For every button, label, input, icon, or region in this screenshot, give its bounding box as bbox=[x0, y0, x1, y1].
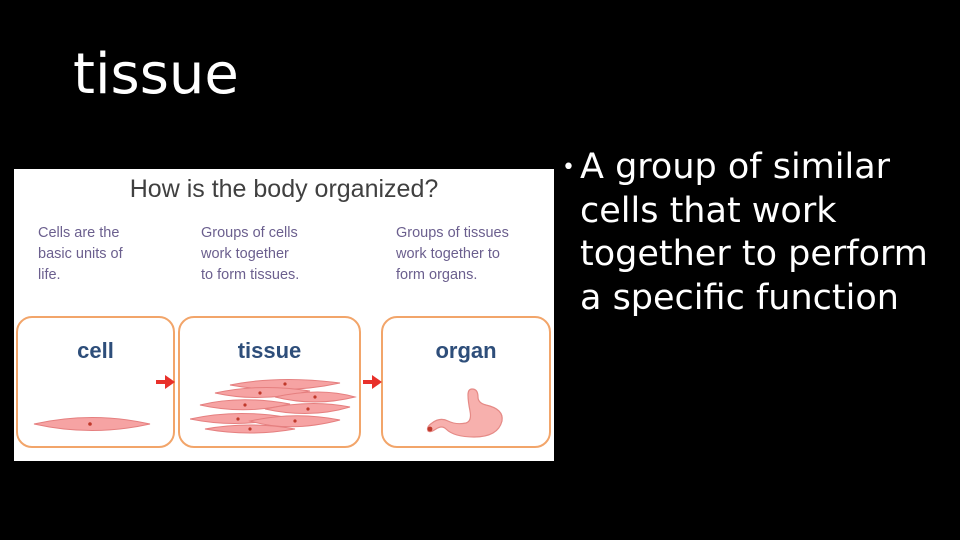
caption-line: Groups of tissues bbox=[396, 225, 509, 241]
bullet-list: • A group of similar cells that work tog… bbox=[560, 146, 950, 320]
panel-label-cell: cell bbox=[77, 338, 114, 363]
bullet-text: A group of similar cells that work toget… bbox=[580, 147, 928, 318]
caption-line: work together to bbox=[396, 246, 500, 262]
caption-line: Cells are the bbox=[38, 225, 120, 241]
bullet-dot-icon: • bbox=[562, 155, 575, 180]
caption-line: work together bbox=[201, 246, 289, 262]
caption-line: form organs. bbox=[396, 267, 478, 283]
panel-label-organ: organ bbox=[435, 338, 497, 363]
single-cell-icon bbox=[33, 417, 151, 431]
caption-cell: Cells are the basic units of life. bbox=[38, 223, 123, 286]
bullet-item: • A group of similar cells that work tog… bbox=[560, 146, 950, 320]
caption-line: life. bbox=[38, 267, 61, 283]
caption-line: to form tissues. bbox=[201, 267, 300, 283]
caption-line: Groups of cells bbox=[201, 225, 298, 241]
figure-heading: How is the body organized? bbox=[129, 175, 439, 203]
tissue-cells-icon bbox=[190, 378, 357, 434]
arrow-right-icon bbox=[363, 375, 382, 389]
panel-label-tissue: tissue bbox=[237, 338, 302, 363]
slide-title: tissue bbox=[73, 42, 239, 107]
arrow-right-icon bbox=[156, 375, 175, 389]
caption-tissue: Groups of cells work together to form ti… bbox=[201, 223, 299, 286]
caption-line: basic units of bbox=[38, 246, 123, 262]
stomach-icon bbox=[426, 388, 503, 438]
caption-organ: Groups of tissues work together to form … bbox=[396, 223, 509, 286]
body-organization-figure: How is the body organized? Cells are the… bbox=[14, 169, 554, 461]
